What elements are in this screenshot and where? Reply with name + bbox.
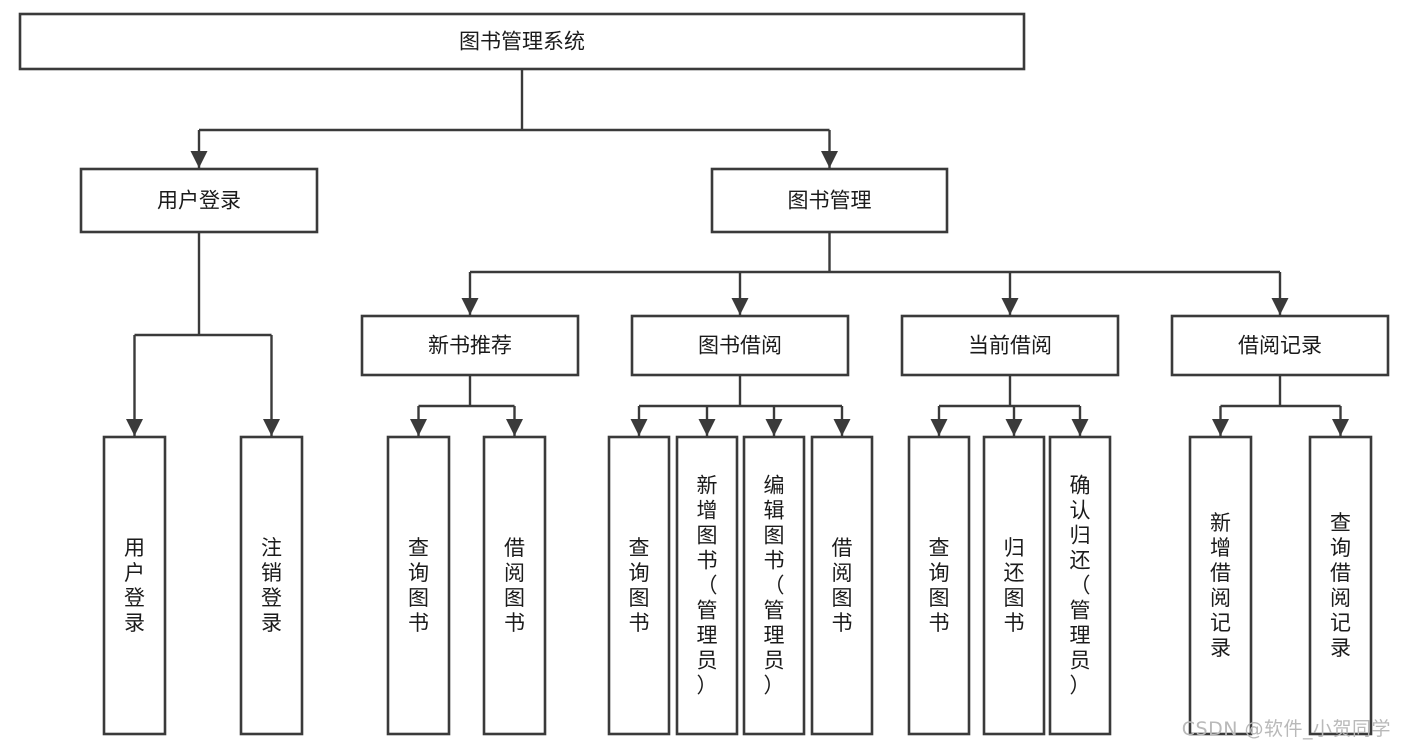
borrow-record-leaves-arrow-1 (1332, 419, 1349, 436)
user-login-leaves-arrow-0 (126, 419, 143, 436)
book-manage-arrow-3 (1271, 298, 1289, 315)
node-leaf-query-book-1-box (386, 435, 451, 736)
node-leaf-user-login-label: 用户登录 (124, 536, 145, 635)
node-current-borrow[interactable]: 当前借阅 (900, 314, 1120, 377)
new-book-recommend-leaves-arrow-0 (410, 419, 427, 436)
root-arrow-1 (821, 151, 838, 168)
user-login-leaves-arrow-1 (263, 419, 280, 436)
current-borrow-leaves-arrow-0 (930, 419, 948, 436)
node-leaf-query-book-1[interactable]: 查询图书 (386, 435, 451, 736)
book-manage-arrow-1 (731, 298, 749, 315)
node-user-login-box (79, 167, 319, 234)
node-leaf-user-login[interactable]: 用户登录 (102, 435, 167, 736)
node-borrow-record[interactable]: 借阅记录 (1170, 314, 1390, 377)
node-leaf-query-record[interactable]: 查询借阅记录 (1308, 435, 1373, 736)
node-current-borrow-label: 当前借阅 (968, 334, 1052, 358)
node-book-manage-label: 图书管理 (788, 189, 872, 213)
node-leaf-edit-book-label: 编辑图书（管理员） (764, 474, 785, 698)
node-leaf-return-book-box (982, 435, 1046, 736)
book-borrow-leaves-arrow-3 (833, 419, 851, 436)
connector-layer (126, 69, 1349, 436)
node-leaf-query-book-2[interactable]: 查询图书 (607, 435, 671, 736)
node-leaf-return-book-label: 归还图书 (1004, 536, 1025, 635)
node-leaf-edit-book[interactable]: 编辑图书（管理员） (742, 435, 806, 736)
node-current-borrow-box (900, 314, 1120, 377)
node-leaf-borrow-book-1-label: 借阅图书 (504, 536, 525, 635)
node-new-book-recommend-label: 新书推荐 (428, 334, 512, 358)
node-leaf-query-book-3-box (907, 435, 971, 736)
node-leaf-query-book-3-label: 查询图书 (929, 536, 950, 635)
node-root-system-label: 图书管理系统 (459, 30, 585, 54)
current-borrow-leaves-arrow-2 (1071, 419, 1089, 436)
current-borrow-leaves-arrow-1 (1005, 419, 1023, 436)
node-root-system-box (18, 12, 1026, 71)
node-user-login[interactable]: 用户登录 (79, 167, 319, 234)
node-leaf-query-book-2-box (607, 435, 671, 736)
node-leaf-borrow-book-1[interactable]: 借阅图书 (482, 435, 547, 736)
node-new-book-recommend-box (360, 314, 580, 377)
node-book-borrow-box (630, 314, 850, 377)
node-leaf-logout[interactable]: 注销登录 (239, 435, 304, 736)
node-leaf-add-book-box (675, 435, 739, 736)
node-user-login-label: 用户登录 (157, 189, 241, 213)
node-layer: 图书管理系统用户登录图书管理新书推荐图书借阅当前借阅借阅记录用户登录注销登录查询… (18, 12, 1390, 736)
node-leaf-confirm-return-box (1048, 435, 1112, 736)
new-book-recommend-leaves-arrow-1 (506, 419, 523, 436)
node-leaf-edit-book-box (742, 435, 806, 736)
node-book-borrow[interactable]: 图书借阅 (630, 314, 850, 377)
book-manage-arrow-0 (461, 298, 479, 315)
node-leaf-logout-label: 注销登录 (261, 536, 282, 635)
node-leaf-query-book-1-label: 查询图书 (408, 536, 429, 635)
borrow-record-leaves-arrow-0 (1212, 419, 1229, 436)
book-borrow-leaves-arrow-1 (698, 419, 716, 436)
node-leaf-return-book[interactable]: 归还图书 (982, 435, 1046, 736)
node-root-system[interactable]: 图书管理系统 (18, 12, 1026, 71)
node-leaf-borrow-book-2-label: 借阅图书 (832, 536, 853, 635)
book-borrow-leaves-arrow-0 (630, 419, 648, 436)
node-book-manage-box (710, 167, 949, 234)
node-leaf-logout-box (239, 435, 304, 736)
node-leaf-add-record-label: 新增借阅记录 (1210, 511, 1231, 660)
book-manage-arrow-2 (1001, 298, 1019, 315)
root-arrow-0 (190, 151, 208, 168)
node-leaf-borrow-book-2[interactable]: 借阅图书 (810, 435, 874, 736)
node-book-borrow-label: 图书借阅 (698, 334, 782, 358)
node-new-book-recommend[interactable]: 新书推荐 (360, 314, 580, 377)
node-leaf-add-record[interactable]: 新增借阅记录 (1188, 435, 1253, 736)
node-leaf-add-record-box (1188, 435, 1253, 736)
node-borrow-record-label: 借阅记录 (1238, 334, 1322, 358)
node-leaf-query-record-box (1308, 435, 1373, 736)
node-leaf-confirm-return-label: 确认归还（管理员） (1070, 474, 1091, 698)
node-leaf-query-book-2-label: 查询图书 (629, 536, 650, 635)
node-leaf-add-book-label: 新增图书（管理员） (697, 474, 718, 698)
node-leaf-borrow-book-2-box (810, 435, 874, 736)
node-leaf-add-book[interactable]: 新增图书（管理员） (675, 435, 739, 736)
node-leaf-query-record-label: 查询借阅记录 (1330, 511, 1351, 660)
book-borrow-leaves-arrow-2 (765, 419, 783, 436)
node-borrow-record-box (1170, 314, 1390, 377)
node-leaf-borrow-book-1-box (482, 435, 547, 736)
node-leaf-user-login-box (102, 435, 167, 736)
node-leaf-query-book-3[interactable]: 查询图书 (907, 435, 971, 736)
node-leaf-confirm-return[interactable]: 确认归还（管理员） (1048, 435, 1112, 736)
node-book-manage[interactable]: 图书管理 (710, 167, 949, 234)
